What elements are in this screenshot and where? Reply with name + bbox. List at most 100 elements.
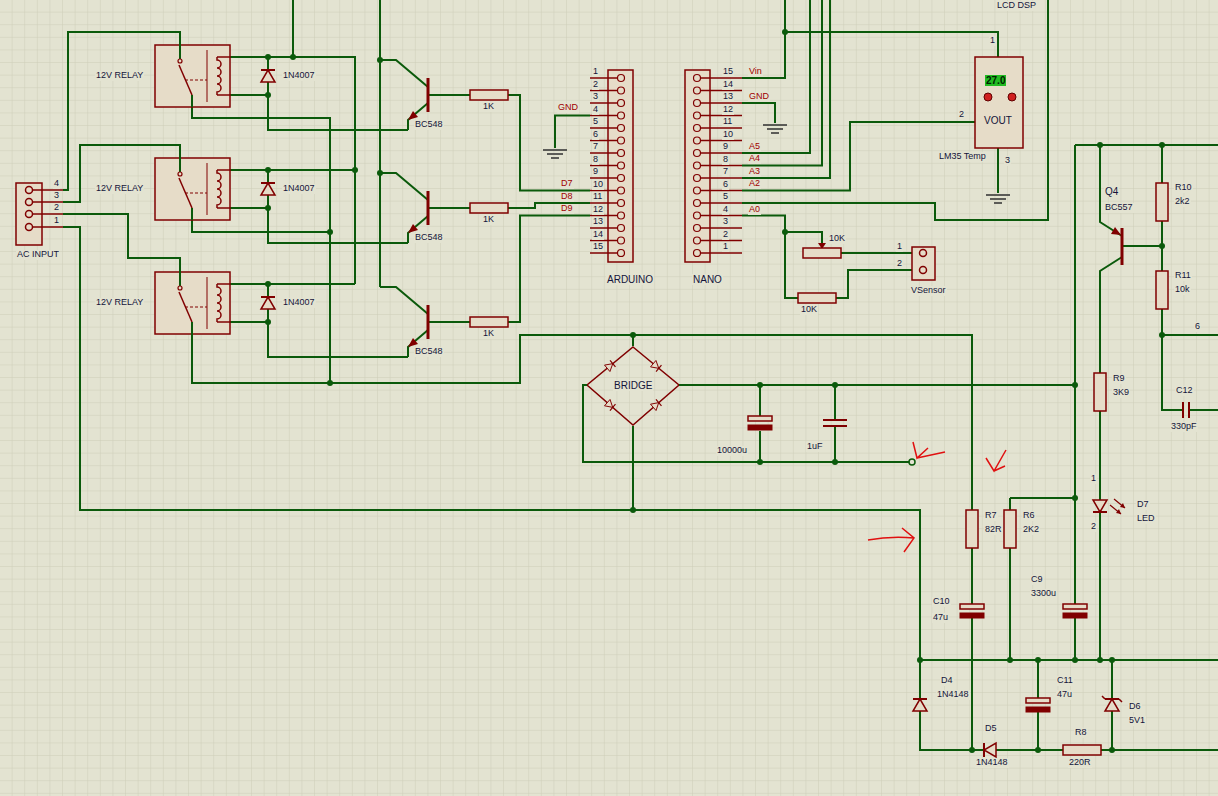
- ac-input-connector: [26, 187, 33, 194]
- diode-symbol: [984, 743, 996, 757]
- component-name: LM35 Temp: [938, 152, 987, 162]
- resistor-symbol: [1004, 510, 1016, 548]
- signal-name: D9: [560, 204, 574, 214]
- pin-number: 3: [722, 217, 729, 227]
- schematic-drawing: [763, 125, 787, 133]
- ac-input-connector: [33, 190, 63, 227]
- component-label: D4: [940, 676, 954, 686]
- resistor-symbol: [966, 510, 978, 548]
- pin-number: 14: [722, 80, 734, 90]
- component-label: 1uF: [806, 442, 824, 452]
- junction-dot: [352, 167, 358, 173]
- pin-number: 2: [592, 80, 599, 90]
- pin-number: 2: [958, 110, 965, 120]
- signal-name: A5: [748, 142, 761, 152]
- vsensor-connector: [920, 267, 927, 274]
- arduino-header: [590, 70, 633, 262]
- ac-input-connector: [16, 183, 63, 245]
- nano-header: [694, 212, 743, 219]
- nano-header: [694, 75, 743, 82]
- lm35-sensor: [1008, 93, 1016, 101]
- pin-number: 9: [592, 167, 599, 177]
- pin-number: 13: [592, 217, 604, 227]
- pin-number: 5: [592, 117, 599, 127]
- relay-wiring: [555, 116, 590, 149]
- component-label: C9: [1030, 575, 1044, 585]
- component-name: AC INPUT: [16, 250, 60, 260]
- lcd-readout: 27.0: [985, 75, 1006, 86]
- component-name: 12V RELAY: [95, 184, 144, 194]
- component-label: 1N4007: [282, 71, 316, 81]
- signal-name: A4: [748, 154, 761, 164]
- junction-dot: [1097, 142, 1103, 148]
- diode-symbol: [1116, 509, 1121, 514]
- relay-wiring: [192, 0, 590, 383]
- signal-name: A2: [748, 179, 761, 189]
- power-wiring: [1111, 227, 1121, 235]
- relay-symbol: [155, 272, 230, 334]
- junction-dot: [917, 657, 923, 663]
- junction-dot: [265, 92, 271, 98]
- pin-number: 4: [53, 179, 60, 189]
- component-label: 2K2: [1022, 525, 1040, 535]
- component-label: LED: [1136, 514, 1156, 524]
- junction-dot: [1072, 657, 1078, 663]
- junction-dot: [265, 54, 383, 386]
- nano-header: [694, 237, 743, 244]
- pin-number: 10: [592, 180, 604, 190]
- junction-dot: [265, 281, 271, 287]
- pin-number: 7: [722, 167, 729, 177]
- junction-dot: [1159, 243, 1165, 249]
- component-label: 220R: [1068, 758, 1092, 768]
- pin-number: 4: [722, 205, 729, 215]
- nano-wiring: [782, 229, 788, 235]
- power-wiring: [909, 459, 915, 465]
- power-wiring: [1075, 145, 1218, 660]
- diode-symbol: [261, 297, 275, 309]
- power-wiring: [760, 385, 835, 462]
- junction-dot: [1072, 382, 1078, 388]
- transistor-symbol: [380, 60, 470, 357]
- component-label: 5V1: [1128, 716, 1146, 726]
- hand-drawn-annotation: [868, 528, 914, 552]
- pin-number: 2: [722, 230, 729, 240]
- pin-number: 14: [592, 230, 604, 240]
- ac-input-connector: [26, 224, 33, 231]
- bridge-rectifier: [605, 399, 616, 410]
- pin-number: 6: [592, 130, 599, 140]
- component-label: D7: [1136, 500, 1150, 510]
- power-wiring: [583, 145, 1218, 750]
- junction-dot: [1035, 657, 1041, 663]
- component-label: Q4: [1104, 186, 1119, 197]
- wire-connector: [742, 122, 936, 191]
- schematic-drawing: [986, 195, 1010, 203]
- power-wiring: [823, 420, 847, 426]
- pin-number: 1: [989, 36, 996, 46]
- nano-header: [694, 100, 743, 107]
- junction-dot: [1109, 657, 1115, 663]
- power-wiring: [633, 510, 1218, 750]
- pin-name: VOUT: [983, 115, 1013, 126]
- hand-drawn-annotation: [913, 442, 945, 458]
- nano-wiring: [742, 0, 1048, 220]
- vsensor-connector: [920, 250, 927, 257]
- junction-dot: [377, 57, 383, 63]
- component-label: 2: [1090, 522, 1097, 532]
- relay-module: 12V RELAY: [93, 45, 232, 107]
- relay-module: 12V RELAY: [93, 272, 232, 334]
- pin-number: 2: [896, 259, 903, 269]
- pin-number: 13: [722, 92, 734, 102]
- component-label: BC548: [414, 120, 444, 130]
- pin-number: 12: [592, 205, 604, 215]
- junction-dot: [265, 54, 271, 60]
- component-name: VSensor: [910, 286, 947, 296]
- pin-header: 151413121110987654321NANO: [683, 65, 742, 292]
- nano-header: [694, 225, 743, 232]
- resistor-symbol: [1063, 745, 1101, 755]
- component-label: C12: [1175, 386, 1194, 396]
- wire-connector: [192, 334, 633, 383]
- component-name: BRIDGE: [613, 380, 653, 391]
